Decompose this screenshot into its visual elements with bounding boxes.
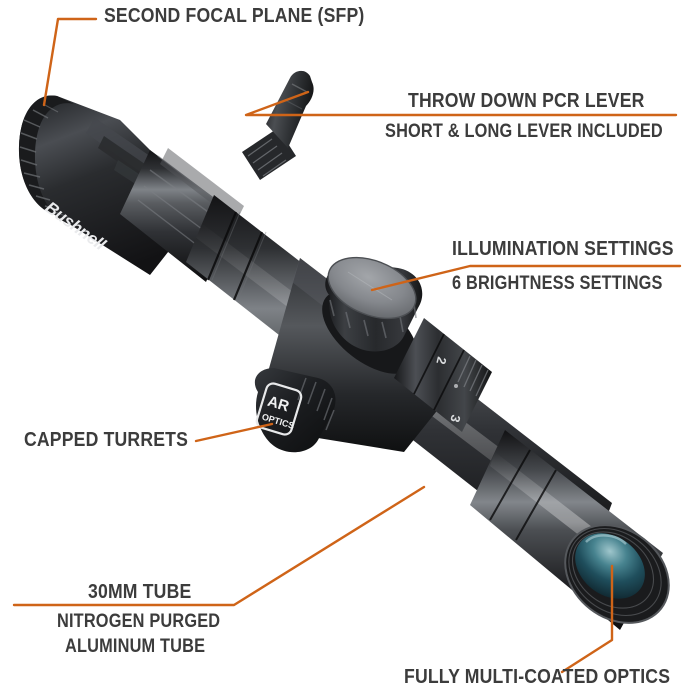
lens-glass — [575, 533, 645, 599]
scope-body: Bushnell — [18, 70, 670, 630]
leader-tube — [12, 485, 426, 607]
callout-label-optics: FULLY MULTI-COATED OPTICS — [404, 665, 671, 688]
leader-optics — [560, 564, 614, 674]
callout-label-capped-turrets: CAPPED TURRETS — [24, 428, 189, 451]
badge-line-1: AR — [265, 393, 291, 416]
callout-sublabel-tube-line2: ALUMINUM TUBE — [65, 636, 206, 657]
callout-label-throw-down-lever: THROW DOWN PCR LEVER — [408, 89, 645, 112]
callout-leaders — [12, 17, 682, 674]
power-mark-3: 3 — [447, 413, 463, 424]
callout-label-tube: 30MM TUBE — [88, 580, 192, 603]
power-mark-2: 2 — [433, 355, 449, 366]
objective-lens — [564, 524, 670, 624]
callout-sublabel-tube-line1: NITROGEN PURGED — [57, 611, 221, 632]
leader-capped-turrets — [194, 422, 274, 443]
throw-down-lever[interactable] — [242, 70, 314, 180]
ocular-knurl-ring — [18, 95, 74, 226]
leader-illumination — [370, 264, 682, 292]
leader-second-focal-plane — [42, 17, 98, 107]
callout-label-illumination: ILLUMINATION SETTINGS — [452, 237, 674, 260]
callout-label-second-focal-plane: SECOND FOCAL PLANE (SFP) — [104, 4, 365, 27]
capped-turret[interactable]: AR OPTICS — [254, 368, 336, 453]
illumination-knob-top — [328, 257, 416, 319]
leader-throw-down-lever — [244, 90, 678, 117]
callout-sublabel-illumination: 6 BRIGHTNESS SETTINGS — [452, 273, 663, 294]
power-selector-ring[interactable]: 2 3 — [394, 318, 492, 432]
callout-sublabel-throw-down-lever: SHORT & LONG LEVER INCLUDED — [385, 121, 663, 142]
